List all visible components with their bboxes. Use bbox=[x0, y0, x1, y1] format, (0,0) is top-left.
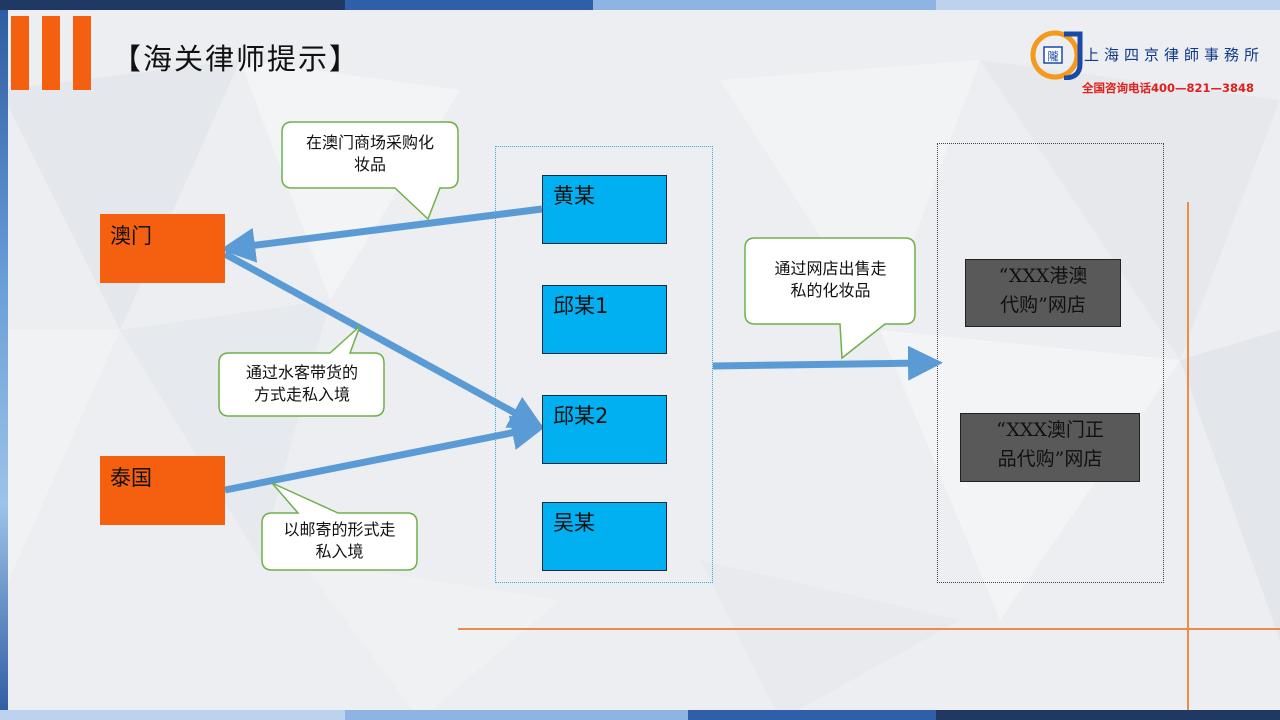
people-group bbox=[495, 146, 713, 583]
law-firm-logo: 隴 bbox=[1030, 30, 1083, 80]
node-qiu2: 邱某2 bbox=[542, 395, 667, 464]
arrow-people-to-stores bbox=[712, 345, 943, 381]
top-strip-mid bbox=[345, 0, 593, 10]
left-edge-band bbox=[0, 0, 8, 720]
node-huang: 黄某 bbox=[542, 175, 667, 244]
title-bar-1 bbox=[11, 16, 29, 90]
page-title: 【海关律师提示】 bbox=[112, 42, 361, 76]
store-macau-genuine: “XXX澳门正 品代购”网店 bbox=[960, 413, 1140, 482]
bottom-strip-mid bbox=[688, 710, 936, 720]
callout-sell-line1: 通过网店出售走 bbox=[774, 259, 887, 278]
title-bar-3 bbox=[73, 16, 91, 90]
callout-carry-bubble bbox=[218, 325, 385, 417]
callout-purchase-line1: 在澳门商场采购化 bbox=[305, 133, 434, 152]
callout-sell-line2: 私的化妆品 bbox=[790, 281, 871, 300]
callout-mail-line2: 私入境 bbox=[315, 542, 364, 561]
callout-carry-line1: 通过水客带货的 bbox=[245, 363, 358, 382]
accent-line-vertical bbox=[1187, 202, 1189, 710]
svg-text:隴: 隴 bbox=[1048, 49, 1059, 63]
store-macau-genuine-line1: “XXX澳门正 bbox=[996, 419, 1104, 441]
node-wu: 吴某 bbox=[542, 502, 667, 571]
callout-sell-text: 通过网店出售走 私的化妆品 bbox=[748, 258, 913, 302]
callout-carry-line2: 方式走私入境 bbox=[253, 385, 350, 404]
bottom-strip-pale bbox=[0, 710, 345, 720]
top-strip-pale bbox=[936, 0, 1280, 10]
top-strip-light bbox=[593, 0, 936, 10]
node-macau: 澳门 bbox=[100, 214, 225, 283]
store-macau-genuine-line2: 品代购”网店 bbox=[997, 448, 1103, 470]
store-hk-macau-line2: 代购”网店 bbox=[1000, 294, 1086, 316]
arrow-huang-to-macau bbox=[220, 205, 543, 263]
callout-mail-line1: 以邮寄的形式走 bbox=[283, 520, 396, 539]
top-strip-dark bbox=[0, 0, 345, 10]
callout-carry-text: 通过水客带货的 方式走私入境 bbox=[222, 362, 382, 406]
bottom-strip-light bbox=[345, 710, 688, 720]
callout-sell-bubble bbox=[744, 237, 916, 360]
callout-mail-text: 以邮寄的形式走 私入境 bbox=[264, 519, 415, 563]
arrow-macau-to-qiu2 bbox=[223, 250, 545, 430]
callout-mail-bubble bbox=[261, 482, 418, 571]
title-bar-2 bbox=[42, 16, 60, 90]
logo-phone: 全国咨询电话400—821—3848 bbox=[1082, 81, 1255, 95]
node-thailand: 泰国 bbox=[100, 456, 225, 525]
store-hk-macau: “XXX港澳 代购”网店 bbox=[965, 259, 1121, 327]
node-qiu1: 邱某1 bbox=[542, 285, 667, 354]
accent-line-horizontal bbox=[458, 628, 1280, 630]
callout-purchase-line2: 妆品 bbox=[353, 155, 386, 174]
store-hk-macau-line1: “XXX港澳 bbox=[998, 265, 1088, 287]
callout-purchase-text: 在澳门商场采购化 妆品 bbox=[286, 132, 454, 176]
callout-purchase-bubble bbox=[281, 121, 459, 221]
bottom-strip-dark bbox=[936, 710, 1280, 720]
logo-name: 上海四京律師事務所 bbox=[1084, 46, 1265, 64]
arrow-thailand-to-qiu2 bbox=[224, 415, 547, 494]
